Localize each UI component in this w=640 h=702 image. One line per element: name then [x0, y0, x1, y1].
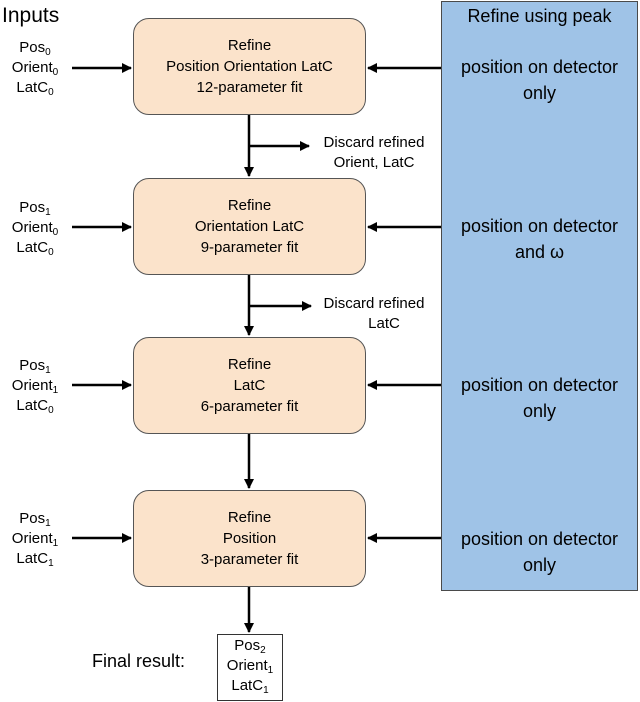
input-4-pos: Pos — [19, 510, 46, 527]
input-1-orient: Orient — [11, 59, 53, 76]
stage-4-params: Position — [222, 530, 277, 547]
panel-row-3: position on detector only — [441, 372, 638, 424]
panel-row-3-line-2: only — [522, 401, 557, 421]
input-3-pos-sub: 1 — [45, 365, 51, 376]
input-4-pos-sub: 1 — [45, 518, 51, 529]
discard-1-line-1: Discard refined — [323, 134, 425, 151]
panel-row-1-line-2: only — [522, 83, 557, 103]
input-4-latc-sub: 1 — [48, 558, 54, 569]
stage-3-title: Refine — [227, 356, 272, 373]
discard-2-line-2: LatC — [368, 315, 400, 332]
stage-1-fit: 12-parameter fit — [196, 79, 303, 96]
stage-3-params: LatC — [233, 377, 266, 394]
panel-row-4-line-1: position on detector — [460, 529, 619, 549]
input-1-pos: Pos — [19, 39, 46, 56]
input-3-orient: Orient — [11, 377, 53, 394]
final-latc-sub: 1 — [263, 685, 269, 696]
panel-row-2-line-1: position on detector — [460, 216, 619, 236]
refine-peak-panel — [441, 1, 638, 591]
panel-row-1: position on detector only — [441, 54, 638, 106]
input-1-latc-sub: 0 — [48, 87, 54, 98]
final-orient-sub: 1 — [267, 665, 274, 676]
final-latc: LatC — [231, 677, 264, 694]
final-pos: Pos — [234, 637, 261, 654]
stage-box-2: Refine Orientation LatC 9-parameter fit — [133, 178, 366, 275]
panel-row-2: position on detector and ω — [441, 213, 638, 265]
input-group-4: Pos1 Orient1 LatC1 — [4, 509, 66, 569]
input-1-orient-sub: 0 — [52, 67, 59, 78]
input-2-pos-sub: 1 — [45, 207, 51, 218]
final-orient: Orient — [226, 657, 268, 674]
input-3-orient-sub: 1 — [52, 385, 59, 396]
final-pos-sub: 2 — [260, 645, 266, 656]
input-group-2: Pos1 Orient0 LatC0 — [4, 198, 66, 258]
panel-row-4-line-2: only — [522, 555, 557, 575]
input-3-pos: Pos — [19, 357, 46, 374]
stage-3-fit: 6-parameter fit — [200, 398, 299, 415]
stage-4-fit: 3-parameter fit — [200, 551, 299, 568]
stage-box-4: Refine Position 3-parameter fit — [133, 490, 366, 587]
input-1-latc: LatC — [16, 79, 49, 96]
discard-2-line-1: Discard refined — [323, 295, 425, 312]
stage-2-params: Orientation LatC — [194, 218, 305, 235]
input-2-latc: LatC — [16, 239, 49, 256]
input-4-orient: Orient — [11, 530, 53, 547]
panel-title: Refine using peak — [467, 6, 612, 26]
discard-note-1: Discard refined Orient, LatC — [306, 133, 442, 173]
panel-row-4: position on detector only — [441, 526, 638, 578]
discard-note-2: Discard refined LatC — [306, 294, 442, 334]
final-result-box: Pos2 Orient1 LatC1 — [217, 634, 283, 701]
input-group-1: Pos0 Orient0 LatC0 — [4, 38, 66, 98]
input-group-3: Pos1 Orient1 LatC0 — [4, 356, 66, 416]
input-2-pos: Pos — [19, 199, 46, 216]
stage-box-3: Refine LatC 6-parameter fit — [133, 337, 366, 434]
input-4-orient-sub: 1 — [52, 538, 59, 549]
stage-2-title: Refine — [227, 197, 272, 214]
input-1-pos-sub: 0 — [45, 47, 51, 58]
stage-2-fit: 9-parameter fit — [200, 239, 299, 256]
input-3-latc: LatC — [16, 397, 49, 414]
stage-1-params: Position Orientation LatC — [166, 58, 333, 75]
panel-row-2-line-2: and ω — [514, 242, 565, 262]
stage-1-title: Refine — [227, 37, 272, 54]
stage-box-1: Refine Position Orientation LatC 12-para… — [133, 18, 366, 115]
input-2-orient-sub: 0 — [52, 227, 59, 238]
input-2-orient: Orient — [11, 219, 53, 236]
panel-row-3-line-1: position on detector — [460, 375, 619, 395]
panel-row-1-line-1: position on detector — [460, 57, 619, 77]
input-2-latc-sub: 0 — [48, 247, 54, 258]
inputs-title: Inputs — [2, 4, 60, 27]
stage-4-title: Refine — [227, 509, 272, 526]
input-4-latc: LatC — [16, 550, 49, 567]
discard-1-line-2: Orient, LatC — [333, 154, 415, 171]
final-result-label: Final result: — [92, 651, 186, 671]
input-3-latc-sub: 0 — [48, 405, 54, 416]
